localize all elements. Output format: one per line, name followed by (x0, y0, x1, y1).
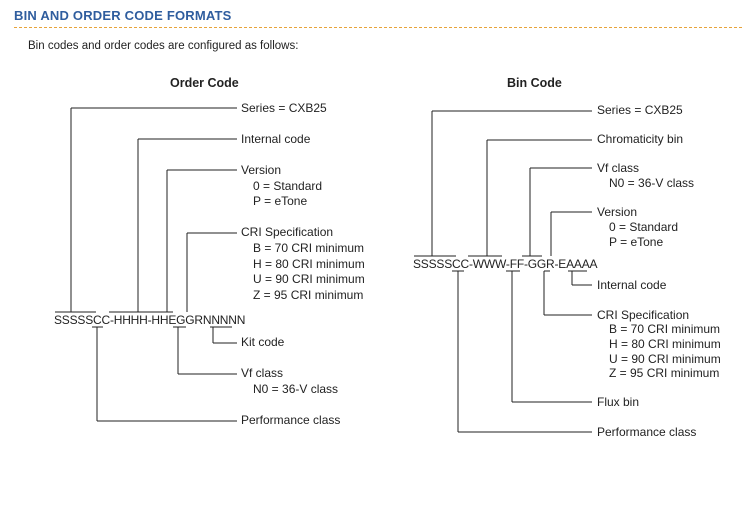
bin-internal-label: Internal code (597, 278, 667, 292)
bin-cri-z: Z = 95 CRI minimum (609, 366, 720, 380)
bin-cri-b: B = 70 CRI minimum (609, 322, 721, 336)
bin-cri-u: U = 90 CRI minimum (609, 352, 721, 366)
order-series-label: Series = CXB25 (241, 101, 327, 115)
intro-text: Bin codes and order codes are configured… (28, 40, 299, 52)
bin-version-label: Version (597, 205, 638, 219)
bin-cri-h: H = 80 CRI minimum (609, 337, 721, 351)
order-version-p: P = eTone (253, 194, 308, 208)
order-cri-h: H = 80 CRI minimum (253, 257, 365, 271)
bin-code-heading: Bin Code (507, 76, 562, 90)
bin-version-p: P = eTone (609, 235, 664, 249)
bin-flux-label: Flux bin (597, 395, 640, 409)
bin-version-0: 0 = Standard (609, 220, 679, 234)
order-cri-b: B = 70 CRI minimum (253, 241, 365, 255)
bin-series-label: Series = CXB25 (597, 103, 683, 117)
order-version-0: 0 = Standard (253, 179, 323, 193)
order-kit-label: Kit code (241, 335, 285, 349)
order-internal-label: Internal code (241, 132, 311, 146)
title-divider (14, 27, 742, 28)
order-perf-label: Performance class (241, 413, 341, 427)
section-title: BIN AND ORDER CODE FORMATS (14, 8, 232, 23)
bin-chroma-label: Chromaticity bin (597, 132, 684, 146)
bin-cri-label: CRI Specification (597, 308, 690, 322)
order-version-label: Version (241, 163, 282, 177)
order-code-string: SSSSSCC-HHHH-HHEGGRNNNNN (54, 313, 246, 327)
order-code-heading: Order Code (170, 76, 239, 90)
bin-perf-label: Performance class (597, 425, 697, 439)
order-cri-label: CRI Specification (241, 225, 334, 239)
bin-vf-label: Vf class (597, 161, 640, 175)
order-vf-label: Vf class (241, 366, 284, 380)
order-cri-z: Z = 95 CRI minimum (253, 288, 364, 302)
order-vf-n0: N0 = 36-V class (253, 382, 339, 396)
bin-code-string: SSSSSCC-WWW-FF-GGR-EAAAA (413, 257, 598, 271)
order-cri-u: U = 90 CRI minimum (253, 272, 365, 286)
bin-vf-n0: N0 = 36-V class (609, 176, 695, 190)
